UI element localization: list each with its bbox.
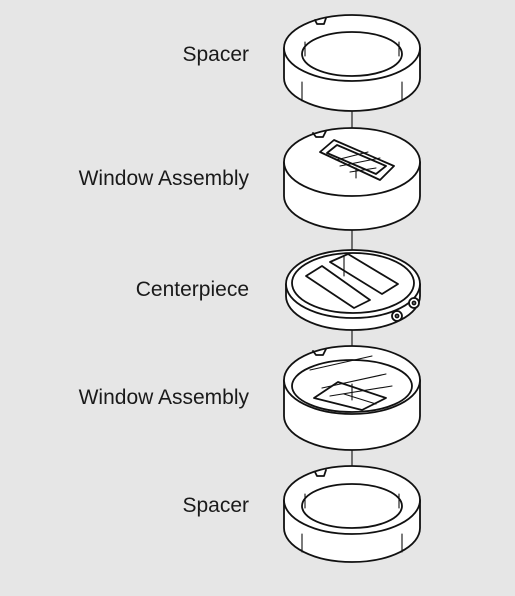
top-window-assembly xyxy=(283,127,421,231)
label-bottom-spacer: Spacer xyxy=(182,494,249,517)
bottom-window-assembly xyxy=(283,345,421,451)
centerpiece xyxy=(285,249,421,331)
top-spacer-ring xyxy=(283,14,421,112)
bottom-spacer-ring xyxy=(283,465,421,563)
label-centerpiece: Centerpiece xyxy=(135,278,249,301)
label-top-spacer: Spacer xyxy=(182,43,249,66)
label-bottom-window-assembly: Window Assembly xyxy=(78,386,249,409)
label-top-window-assembly: Window Assembly xyxy=(78,167,249,190)
